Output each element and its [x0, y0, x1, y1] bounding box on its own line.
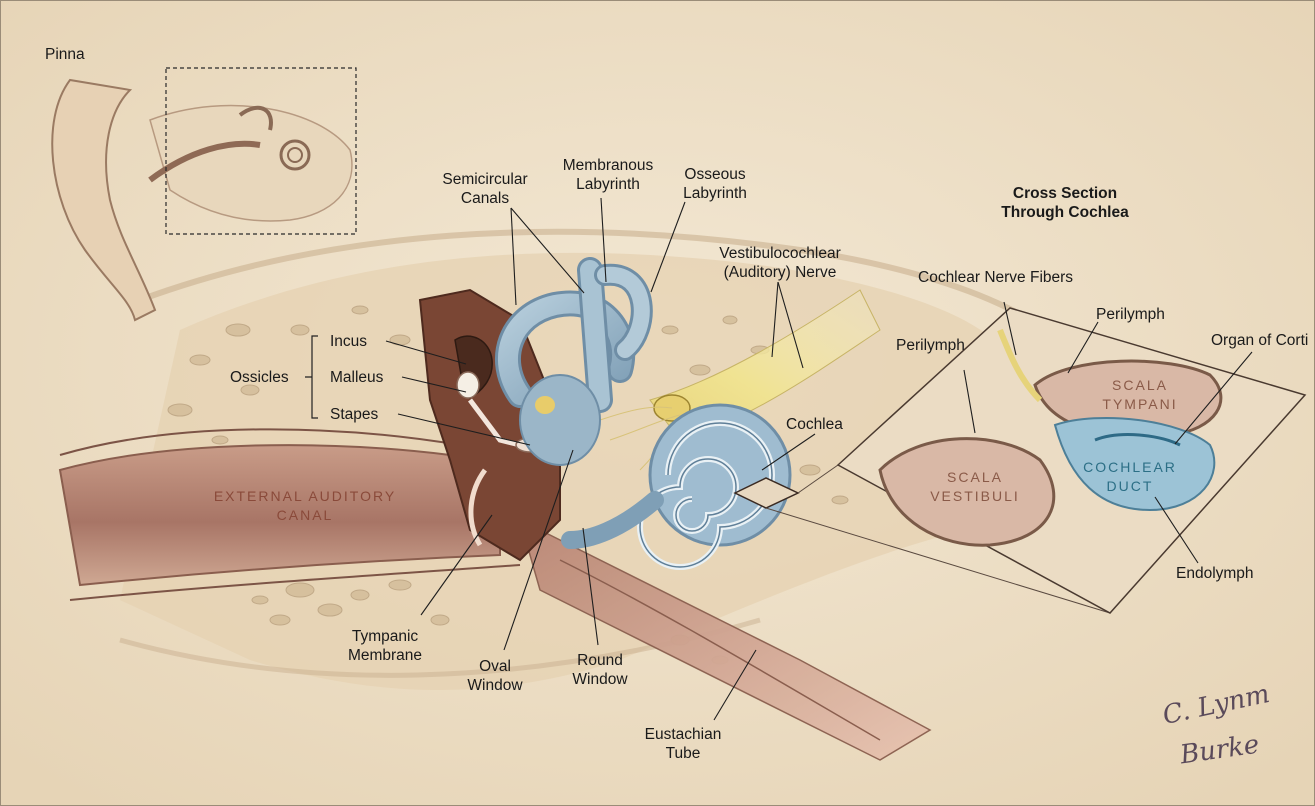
vestibule: [520, 375, 600, 465]
label-cochlear-duct: COCHLEAR DUCT: [1075, 458, 1185, 496]
label-osseous-labyrinth: Osseous Labyrinth: [665, 165, 765, 203]
label-tympanic-membrane: Tympanic Membrane: [335, 627, 435, 665]
label-cochlea: Cochlea: [786, 415, 843, 434]
label-endolymph: Endolymph: [1176, 564, 1254, 583]
label-ossicles: Ossicles: [230, 368, 289, 387]
label-oval-window: Oval Window: [460, 657, 530, 695]
label-external-auditory-canal: EXTERNAL AUDITORY CANAL: [205, 487, 405, 525]
cross-section-title: Cross Section Through Cochlea: [990, 184, 1140, 222]
label-pinna: Pinna: [45, 45, 85, 64]
label-membranous-labyrinth: Membranous Labyrinth: [548, 156, 668, 194]
label-malleus: Malleus: [330, 368, 383, 387]
label-incus: Incus: [330, 332, 367, 351]
label-perilymph-upper: Perilymph: [1096, 305, 1165, 324]
label-scala-tympani: SCALA TYMPANI: [1090, 376, 1190, 414]
label-stapes: Stapes: [330, 405, 378, 424]
label-semicircular-canals: Semicircular Canals: [425, 170, 545, 208]
label-round-window: Round Window: [560, 651, 640, 689]
label-cochlear-nerve-fibers: Cochlear Nerve Fibers: [918, 268, 1073, 287]
utricle-spot: [535, 396, 555, 414]
label-organ-of-corti: Organ of Corti: [1211, 331, 1308, 350]
label-perilymph-left: Perilymph: [896, 336, 965, 355]
label-vestibulocochlear-nerve: Vestibulocochlear (Auditory) Nerve: [700, 244, 860, 282]
label-eustachian-tube: Eustachian Tube: [628, 725, 738, 763]
label-scala-vestibuli: SCALA VESTIBULI: [925, 468, 1025, 506]
